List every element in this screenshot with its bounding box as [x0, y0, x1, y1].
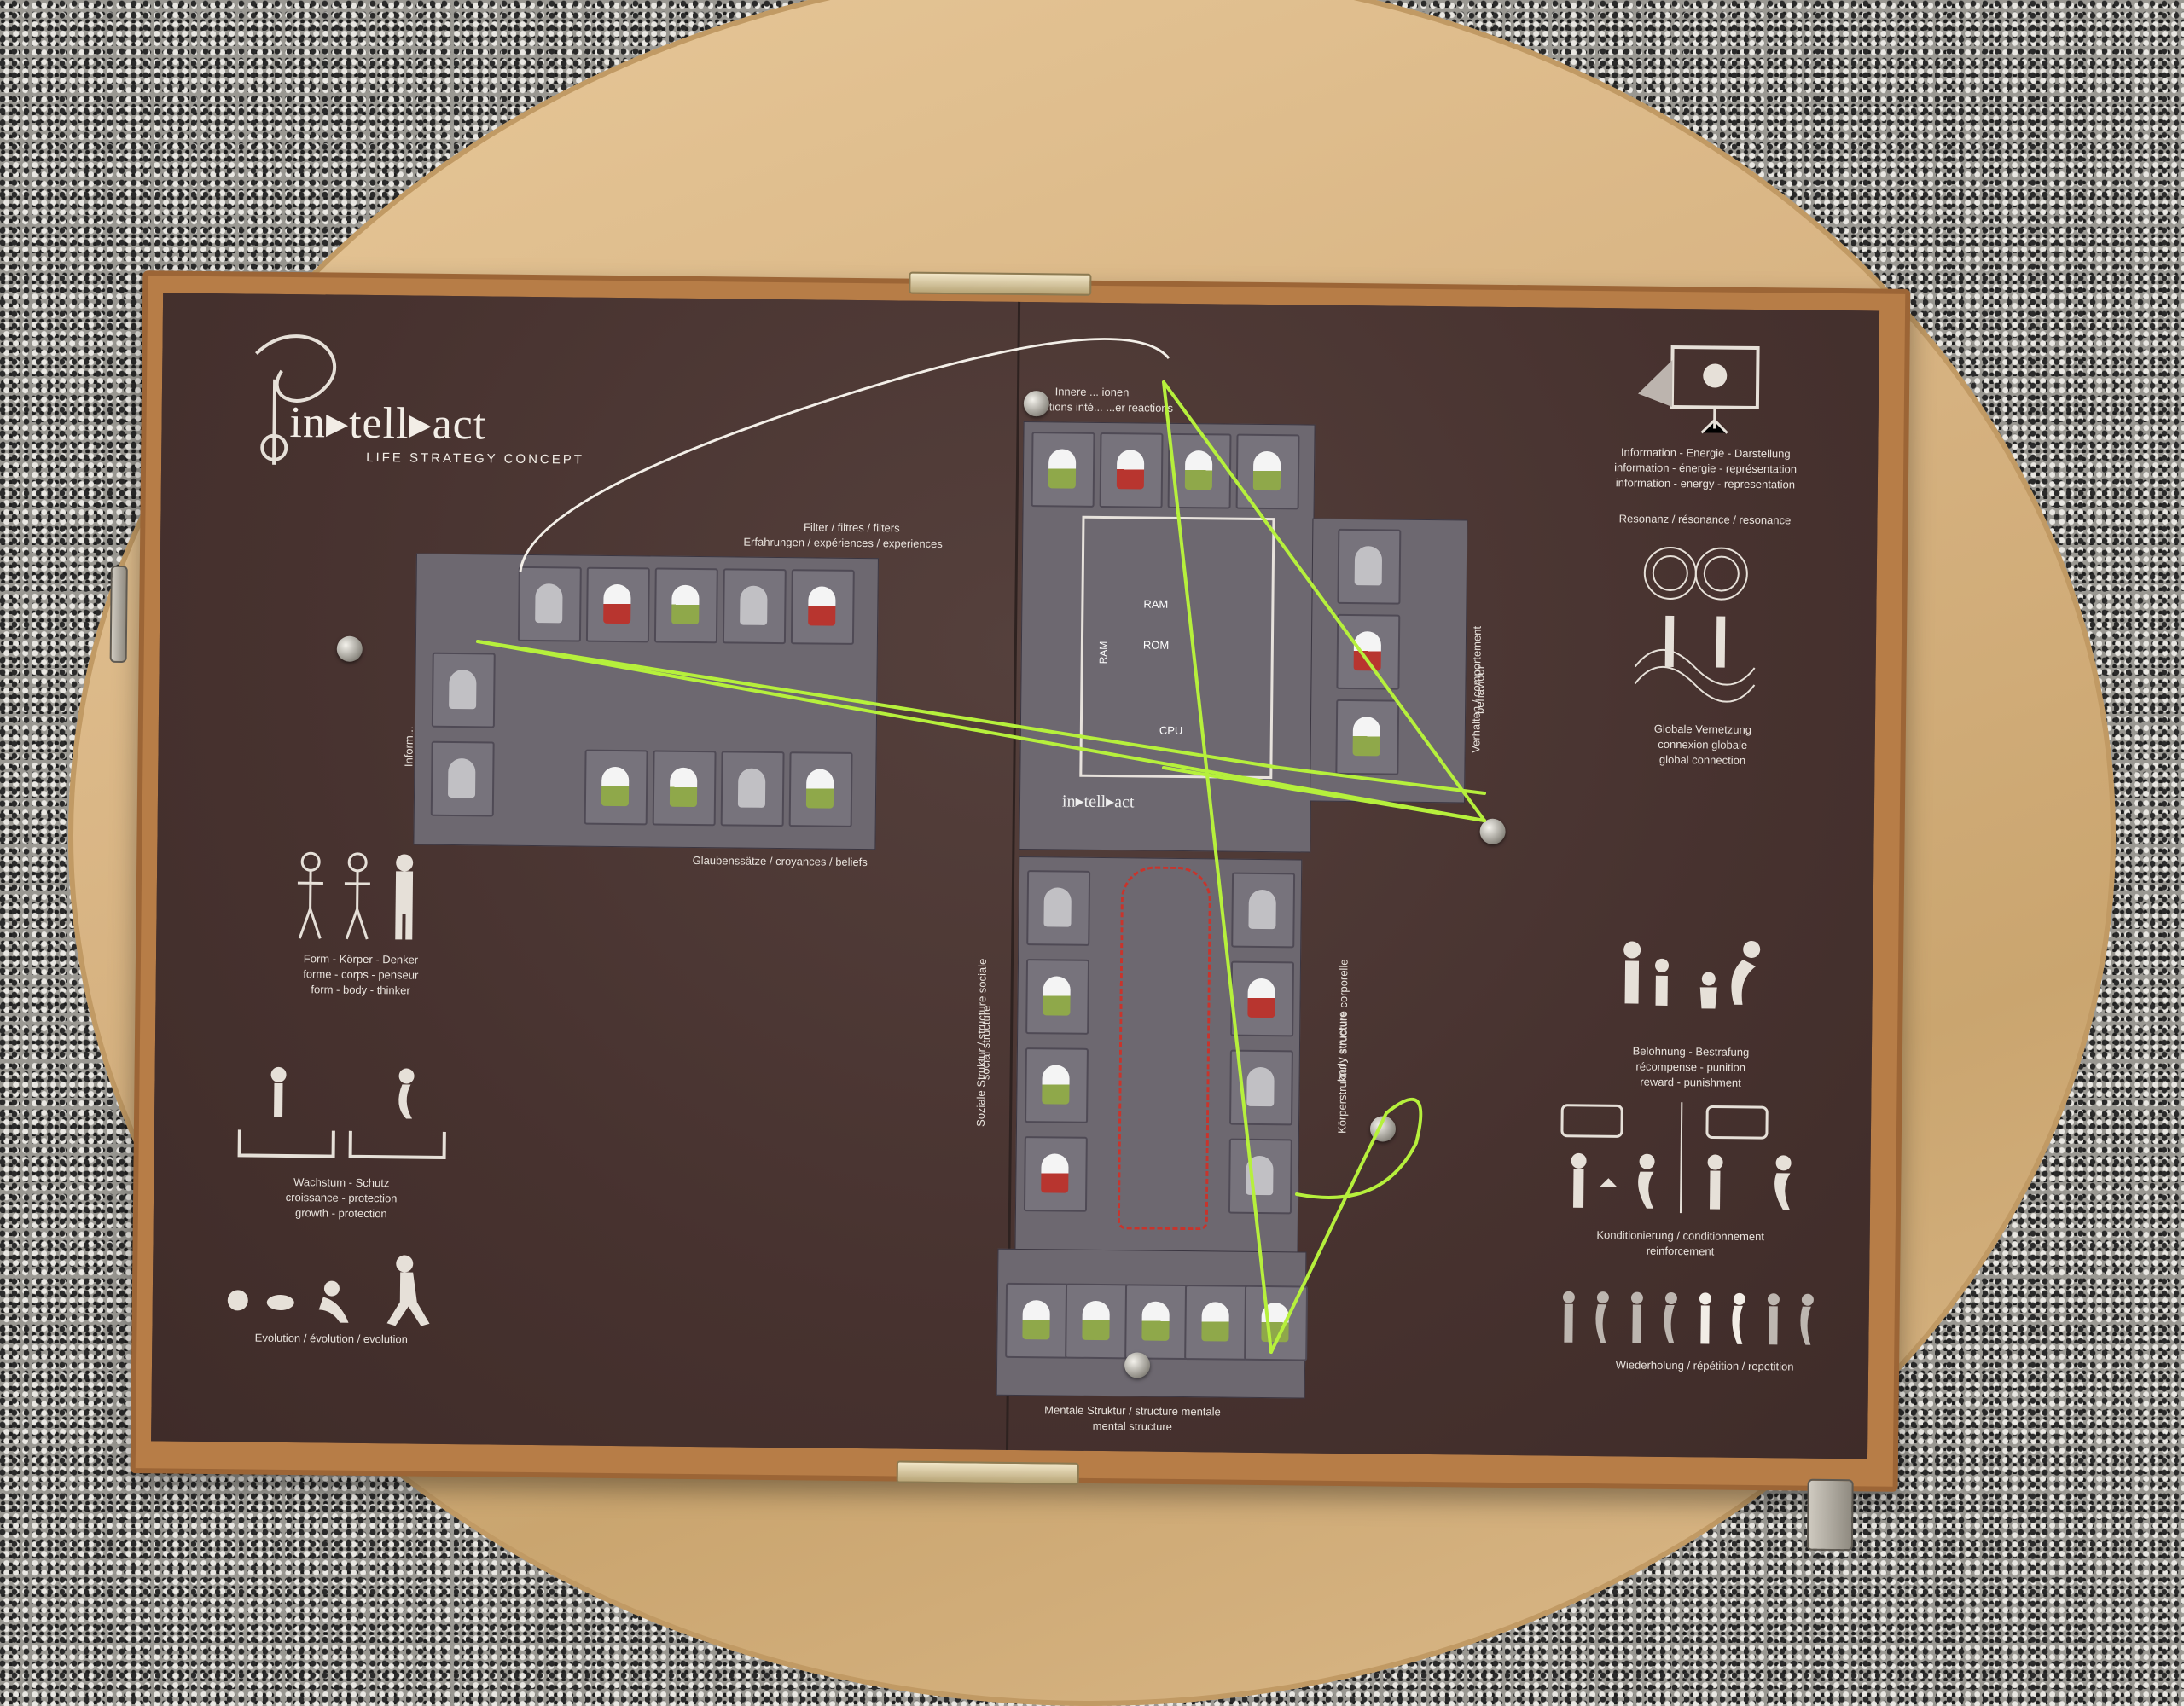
resonance-icon	[1634, 546, 1756, 703]
human-figures-icon	[297, 851, 414, 940]
conditioning-icon	[1560, 1102, 1792, 1214]
green-string-lines	[476, 338, 1486, 1354]
repetition-figures-icon	[1562, 1291, 1814, 1345]
game-box-frame: in▸tell▸act LIFE STRATEGY CONCEPT Filter…	[109, 270, 1911, 1552]
growth-protection-icon	[237, 1066, 446, 1159]
logo-icon	[255, 334, 337, 465]
projector-icon	[1638, 345, 1760, 434]
game-board: in▸tell▸act LIFE STRATEGY CONCEPT Filter…	[151, 293, 1880, 1459]
reward-punishment-icon	[1623, 940, 1761, 1009]
evolution-icon	[227, 1255, 430, 1326]
